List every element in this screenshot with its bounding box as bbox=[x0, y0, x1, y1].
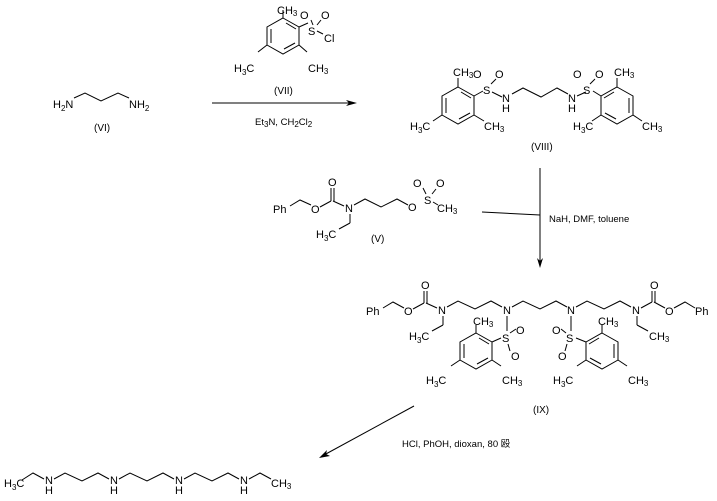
ix-label: (IX) bbox=[533, 405, 549, 416]
vii-ch3-top: CH3 bbox=[277, 5, 298, 18]
compound-vii: CH3 O O S Cl CH3 H3C (VII) bbox=[234, 5, 334, 97]
ix-o-s-left-1: O bbox=[516, 325, 525, 337]
v-ph: Ph bbox=[273, 204, 286, 216]
vii-ring bbox=[266, 17, 300, 55]
vii-o1: O bbox=[300, 10, 309, 22]
ix-ch3-left-ortho: CH3 bbox=[502, 375, 523, 388]
viii-h-left: H bbox=[502, 103, 510, 115]
ix-o-ester-right: O bbox=[665, 306, 674, 318]
conditions-step-2: NaH, DMF, toluene bbox=[549, 214, 629, 225]
product-ch3: CH3 bbox=[271, 478, 292, 491]
arrow-head-icon bbox=[537, 258, 543, 268]
product-n4: N bbox=[240, 475, 248, 487]
ix-ch3-ethyl-right: CH3 bbox=[649, 331, 670, 344]
compound-v: Ph O O N H3C O S O O CH3 (V) bbox=[273, 177, 458, 245]
v-o-carbonyl: O bbox=[328, 177, 337, 189]
product-h3: H bbox=[175, 485, 183, 497]
viii-chain bbox=[511, 87, 569, 98]
arrow-step-3: HCl, PhOH, dioxan, 80 殴 bbox=[319, 405, 511, 458]
ix-n1: N bbox=[438, 305, 446, 317]
ix-o-s-right-1: O bbox=[552, 325, 561, 337]
v-h3c: H3C bbox=[316, 229, 336, 243]
ix-o-ester-left: O bbox=[404, 306, 413, 318]
ix-s-left: S bbox=[502, 333, 509, 345]
vii-cl: Cl bbox=[324, 33, 334, 45]
ix-ph-left: Ph bbox=[366, 306, 379, 318]
compound-product: H3C N H N H N H N H CH3 bbox=[4, 472, 292, 497]
ix-h3c-ethyl-left: H3C bbox=[409, 331, 429, 345]
ix-right-ring bbox=[585, 332, 619, 370]
arrow-step-1: Et3N, CH2Cl2 bbox=[212, 100, 357, 129]
viii-h-right: H bbox=[568, 103, 576, 115]
ix-ch3-left-top: CH3 bbox=[473, 316, 494, 329]
v-chain bbox=[353, 198, 409, 208]
ix-left-ring bbox=[459, 332, 493, 370]
v-o-ester: O bbox=[311, 204, 320, 216]
compound-vi: H2N NH2 (VI) bbox=[53, 92, 150, 134]
v-ch3: CH3 bbox=[437, 203, 458, 216]
ix-h3c-left-para: H3C bbox=[426, 375, 446, 389]
viii-right-ring bbox=[600, 86, 634, 125]
ix-ch3-right-top: CH3 bbox=[598, 316, 619, 329]
conditions-step-1: Et3N, CH2Cl2 bbox=[255, 117, 313, 129]
vii-ch3-right: CH3 bbox=[308, 63, 329, 76]
ix-n4: N bbox=[632, 305, 640, 317]
vi-h2n: H2N bbox=[53, 99, 73, 113]
product-h4: H bbox=[240, 485, 248, 497]
arrow-head-icon bbox=[319, 450, 330, 458]
v-s: S bbox=[424, 195, 431, 207]
ix-n3: N bbox=[567, 305, 575, 317]
v-o-s2: O bbox=[436, 178, 445, 190]
viii-o-b: O bbox=[495, 69, 504, 81]
ix-n2: N bbox=[503, 305, 511, 317]
viii-ch3-c: CH3 bbox=[484, 121, 505, 134]
vii-label: (VII) bbox=[274, 86, 293, 97]
compound-viii: CH3 O O S N H N H S O O CH3 H3C CH3 H3C … bbox=[410, 67, 663, 153]
product-n3: N bbox=[175, 475, 183, 487]
viii-ch3-b: CH3 bbox=[614, 67, 635, 80]
viii-n-left: N bbox=[502, 93, 510, 105]
vi-chain bbox=[73, 92, 130, 102]
product-n1: N bbox=[45, 475, 53, 487]
v-n: N bbox=[345, 203, 353, 215]
ix-ch3-right-para: CH3 bbox=[628, 375, 649, 388]
viii-n-right: N bbox=[568, 93, 576, 105]
ix-o-s-left-2: O bbox=[511, 351, 520, 363]
ix-o-s-right-2: O bbox=[558, 351, 567, 363]
v-o-ms: O bbox=[408, 202, 417, 214]
product-n2: N bbox=[110, 475, 118, 487]
viii-ch3-a: CH3 bbox=[453, 67, 474, 80]
viii-left-ring bbox=[441, 86, 475, 125]
viii-s-right: S bbox=[583, 85, 590, 97]
ix-s-right: S bbox=[566, 333, 573, 345]
vii-o2: O bbox=[321, 10, 330, 22]
arrow-step-2: NaH, DMF, toluene bbox=[481, 168, 629, 268]
conditions-step-3: HCl, PhOH, dioxan, 80 殴 bbox=[402, 439, 511, 450]
vi-nh2: NH2 bbox=[129, 99, 150, 113]
compound-ix: Ph O O N H3C N N N O O Ph CH3 S O O bbox=[366, 280, 708, 416]
viii-o-d: O bbox=[595, 69, 604, 81]
ix-o-carbonyl-right: O bbox=[650, 280, 659, 292]
ix-ph-right: Ph bbox=[695, 306, 708, 318]
ix-o-carbonyl-left: O bbox=[421, 280, 430, 292]
viii-h3c-a: H3C bbox=[410, 121, 430, 135]
vii-s: S bbox=[308, 26, 315, 38]
product-h2: H bbox=[110, 485, 118, 497]
viii-o-a: O bbox=[473, 69, 482, 81]
arrow-head-icon bbox=[346, 100, 357, 106]
viii-ch3-d: CH3 bbox=[642, 121, 663, 134]
product-h3c: H3C bbox=[4, 478, 24, 492]
v-label: (V) bbox=[371, 234, 384, 245]
vii-h3c-left: H3C bbox=[234, 63, 254, 77]
viii-label: (VIII) bbox=[531, 142, 553, 153]
viii-s-left: S bbox=[483, 85, 490, 97]
ix-h3c-right-ortho: H3C bbox=[553, 375, 573, 389]
product-h1: H bbox=[45, 485, 53, 497]
viii-h3c-b: H3C bbox=[573, 121, 593, 135]
viii-o-c: O bbox=[573, 69, 582, 81]
v-o-s1: O bbox=[413, 178, 422, 190]
vi-label: (VI) bbox=[94, 123, 110, 134]
